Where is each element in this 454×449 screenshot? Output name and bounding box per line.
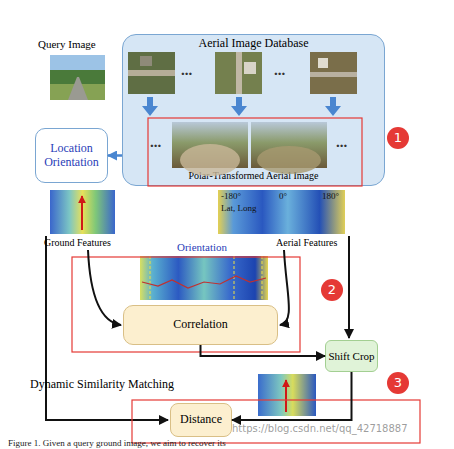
image-label: Aerial Features (276, 237, 337, 248)
node-text: 2 (328, 283, 336, 297)
ellipsis: ... (336, 134, 347, 151)
node-text: 3 (394, 376, 402, 390)
axis-label: -180° (221, 192, 241, 202)
process-box: Correlation (123, 305, 278, 345)
image-label: Ground Features (44, 237, 111, 248)
figure-caption: Figure 1. Given a query ground image, we… (8, 438, 226, 448)
process-box: Distance (170, 403, 232, 437)
image-label: Query Image (38, 38, 96, 50)
watermark: https://blog.csdn.net/qq_42718887 (232, 423, 408, 434)
database-box: Aerial Image DatabasePolar-Transformed A… (122, 34, 385, 186)
process-box: Shift Crop (325, 340, 378, 372)
axis-label: Lat, Long (221, 204, 257, 214)
node-text: Distance (180, 413, 222, 426)
axis-label: 180° (322, 192, 339, 202)
ellipsis: ... (181, 62, 192, 79)
node-text: Shift Crop (328, 350, 374, 362)
flow-arrow (232, 372, 352, 420)
node-text: Correlation (173, 318, 228, 331)
callout-number: 3 (387, 372, 409, 394)
database-title: Aerial Image Database (123, 37, 384, 50)
ellipsis: ... (150, 134, 161, 151)
node-text: Location Orientation (36, 142, 107, 168)
output-box: Location Orientation (35, 128, 108, 183)
callout-number: 2 (321, 279, 343, 301)
polar-label: Polar-Transformed Aerial Image (123, 170, 384, 181)
node-text: 1 (394, 131, 402, 145)
image-label: Orientation (177, 241, 227, 253)
axis-label: 0° (279, 192, 287, 202)
callout-number: 1 (387, 127, 409, 149)
section-label: Dynamic Similarity Matching (30, 378, 174, 391)
flow-arrow (108, 154, 122, 157)
flow-arrow (201, 345, 326, 356)
ellipsis: ... (274, 62, 285, 79)
